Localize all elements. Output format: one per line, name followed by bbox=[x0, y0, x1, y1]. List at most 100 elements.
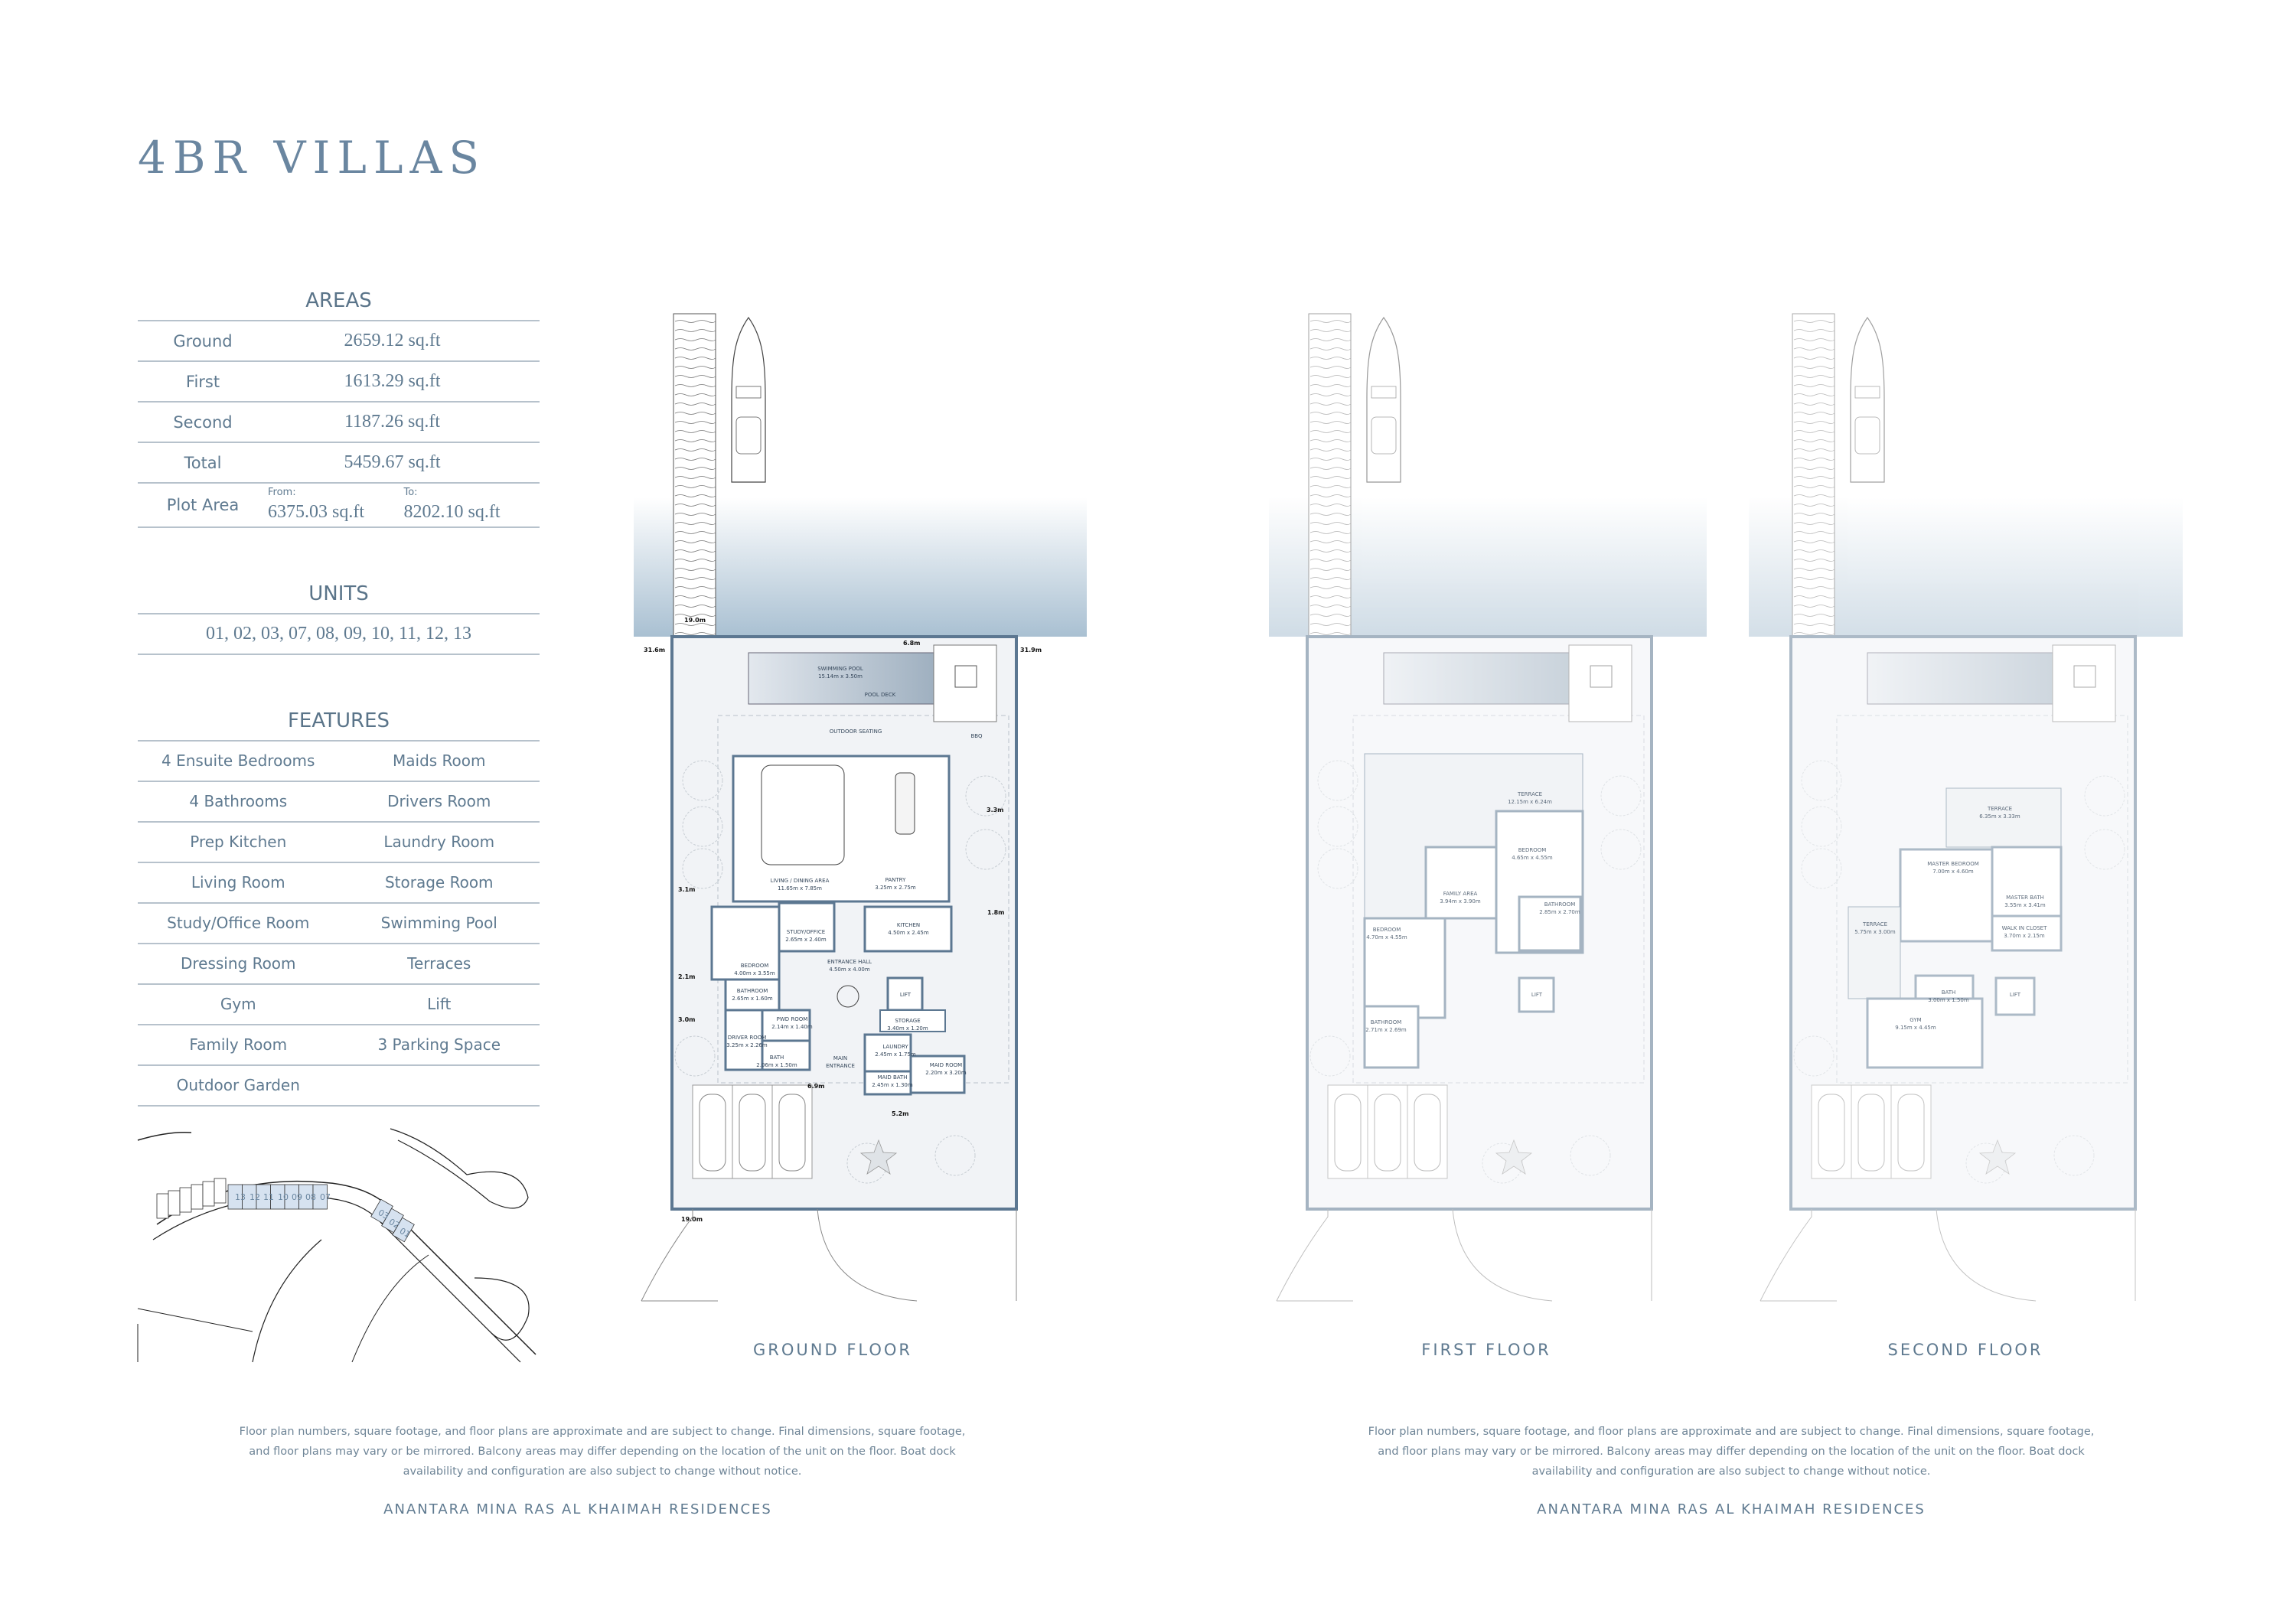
second-floor-label: SECOND FLOOR bbox=[1887, 1341, 2043, 1359]
first-floor-plan bbox=[1269, 313, 1707, 1302]
dock-plank bbox=[1309, 540, 1352, 543]
dock-plank bbox=[1793, 504, 1835, 507]
room-label: MASTER BATH bbox=[2006, 895, 2044, 901]
outdoor-table-icon bbox=[954, 665, 977, 688]
room-wall bbox=[1991, 914, 2063, 952]
dock-plank bbox=[674, 531, 716, 534]
room-label: BATHROOM bbox=[737, 988, 768, 994]
feature-item: Outdoor Garden bbox=[176, 1076, 300, 1094]
dock-plank bbox=[1309, 338, 1352, 341]
room-label: ENTRANCE HALL bbox=[827, 959, 872, 965]
page-title: 4BR VILLAS bbox=[138, 132, 487, 184]
key-island bbox=[474, 1277, 530, 1341]
dock-plank bbox=[1309, 632, 1352, 635]
dock-plank bbox=[674, 595, 716, 598]
room-label: BEDROOM bbox=[1518, 847, 1547, 853]
car-icon bbox=[1897, 1094, 1925, 1172]
boat-deck bbox=[735, 386, 762, 399]
key-unit-other bbox=[202, 1181, 215, 1207]
room-label: MAIN bbox=[833, 1055, 847, 1061]
key-unit-other bbox=[214, 1178, 227, 1204]
key-road bbox=[152, 1196, 521, 1363]
car-icon bbox=[1414, 1094, 1441, 1172]
dock-plank bbox=[1793, 513, 1835, 516]
driveway-curve bbox=[817, 1208, 918, 1302]
room-label: BATHROOM bbox=[1544, 901, 1576, 908]
plot-from: From:6375.03 sq.ft bbox=[268, 484, 404, 526]
room-label: PWD ROOM bbox=[777, 1016, 808, 1022]
feature-item bbox=[339, 1066, 540, 1105]
parking-space bbox=[692, 1084, 733, 1179]
units-table: UNITS 01, 02, 03, 07, 08, 09, 10, 11, 12… bbox=[138, 575, 540, 655]
dock-plank bbox=[674, 577, 716, 580]
area-value: 1187.26 sq.ft bbox=[344, 412, 441, 432]
dock-plank bbox=[674, 632, 716, 635]
tree-icon bbox=[682, 848, 723, 889]
room-dim: 2.65m x 1.60m bbox=[732, 996, 773, 1002]
key-plan-map bbox=[137, 1128, 536, 1363]
dock-plank bbox=[674, 448, 716, 451]
dock-plank bbox=[1309, 421, 1352, 424]
car-icon bbox=[1818, 1094, 1845, 1172]
dock-plank bbox=[1793, 338, 1835, 341]
key-unit-other bbox=[191, 1184, 204, 1210]
boat-icon bbox=[1850, 316, 1885, 483]
dock-plank bbox=[1793, 623, 1835, 626]
dock-plank bbox=[1793, 357, 1835, 360]
brand-footer-right: ANANTARA MINA RAS AL KHAIMAH RESIDENCES bbox=[1537, 1501, 1926, 1517]
room-wall bbox=[1945, 787, 2062, 848]
area-value: 1613.29 sq.ft bbox=[344, 371, 441, 391]
room-label: FAMILY AREA bbox=[1443, 891, 1478, 897]
dock-plank bbox=[674, 549, 716, 553]
parking-space bbox=[1851, 1084, 1892, 1179]
room-dim: 3.94m x 3.90m bbox=[1440, 898, 1481, 905]
room-label: LIFT bbox=[900, 992, 912, 998]
dock-plank bbox=[1793, 329, 1835, 332]
room-label: LIVING / DINING AREA bbox=[771, 878, 830, 884]
room-label: BATHROOM bbox=[1371, 1019, 1402, 1025]
room-dim: 15.14m x 3.50m bbox=[818, 673, 863, 680]
key-unit-other bbox=[179, 1187, 192, 1213]
garden-path bbox=[1836, 715, 2128, 1084]
unit-label: 13 bbox=[235, 1192, 246, 1202]
dock-plank bbox=[674, 412, 716, 415]
room-wall bbox=[1363, 1005, 1420, 1069]
units-list: 01, 02, 03, 07, 08, 09, 10, 11, 12, 13 bbox=[138, 614, 540, 655]
dock-plank bbox=[1309, 485, 1352, 488]
room-label: BATH bbox=[1942, 989, 1956, 996]
dock-plank bbox=[1793, 403, 1835, 406]
dock-plank bbox=[1793, 421, 1835, 424]
outdoor-table-icon bbox=[1590, 665, 1613, 688]
room-dim: 12.15m x 6.24m bbox=[1508, 799, 1552, 805]
room-wall bbox=[1518, 976, 1555, 1013]
tree-icon bbox=[674, 1035, 716, 1077]
dock-plank bbox=[1793, 320, 1835, 323]
dock-plank bbox=[674, 375, 716, 378]
room-label: ENTRANCE bbox=[826, 1063, 855, 1069]
room-wall bbox=[1424, 846, 1498, 920]
area-value: 5459.67 sq.ft bbox=[344, 452, 441, 472]
dock-plank bbox=[1309, 476, 1352, 479]
units-heading: UNITS bbox=[138, 575, 540, 614]
plot-to: To:8202.10 sq.ft bbox=[404, 484, 540, 526]
dock-plank bbox=[1793, 375, 1835, 378]
tree-icon bbox=[1801, 806, 1842, 847]
plot-to-label: To: bbox=[403, 487, 418, 498]
room-label: GYM bbox=[1910, 1017, 1921, 1023]
room-wall bbox=[761, 1039, 811, 1071]
key-unit-other bbox=[156, 1193, 169, 1219]
dock-plank bbox=[1309, 412, 1352, 415]
driveway-curve bbox=[1276, 1209, 1329, 1302]
feature-item: Study/Office Room bbox=[167, 914, 310, 932]
dock-plank bbox=[674, 347, 716, 350]
dock-plank bbox=[1309, 559, 1352, 562]
dock-plank bbox=[1793, 614, 1835, 617]
dock-plank bbox=[1793, 549, 1835, 553]
room-dim: 2.45m x 1.30m bbox=[872, 1082, 913, 1088]
dock-plank bbox=[674, 568, 716, 571]
dock-plank bbox=[1793, 347, 1835, 350]
brand-footer-left: ANANTARA MINA RAS AL KHAIMAH RESIDENCES bbox=[383, 1501, 772, 1517]
room-wall bbox=[724, 978, 781, 1012]
dock-plank bbox=[1309, 568, 1352, 571]
